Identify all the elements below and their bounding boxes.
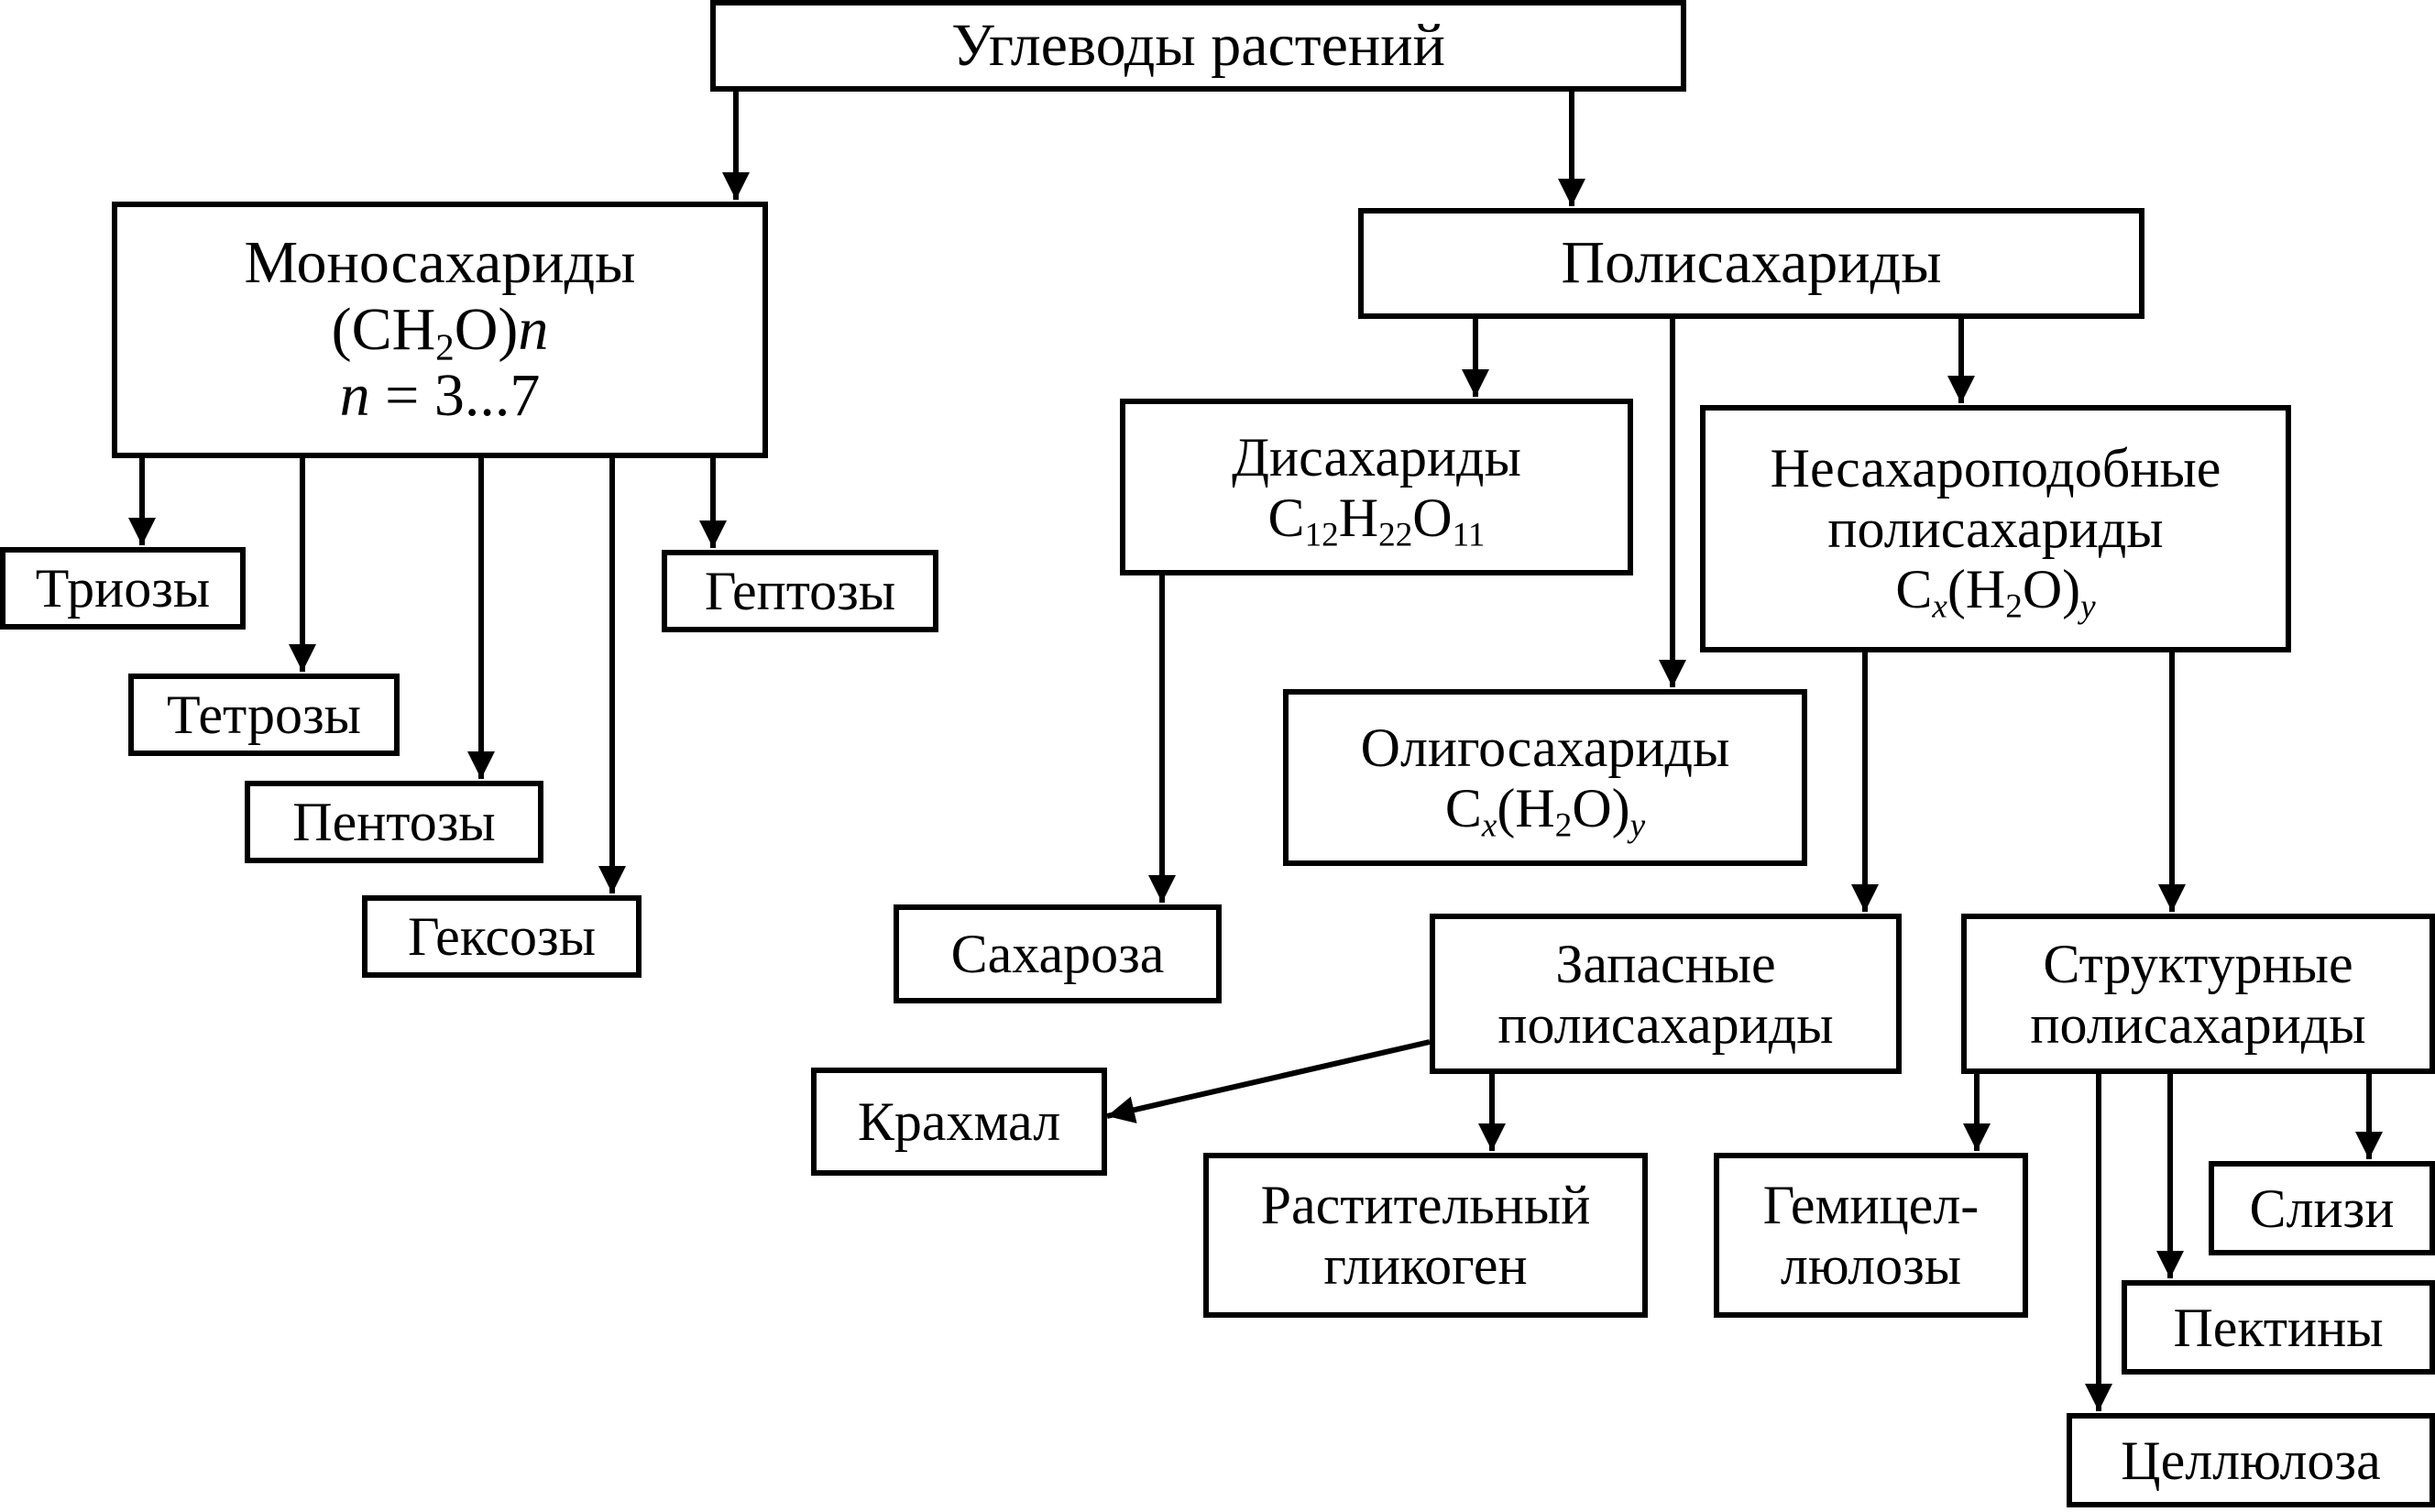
node-gemicellyulozy: Гемицел- люлозы [1714, 1153, 2028, 1318]
node-polysaccharides: Полисахариды [1358, 208, 2144, 319]
arrow-zapasnye-to-krakhmal [1106, 1039, 1431, 1123]
strukturnye-line2: полисахариды [2030, 993, 2366, 1055]
di-label: Дисахариды [1232, 426, 1521, 488]
pentozy-label: Пентозы [292, 792, 496, 852]
slizi-label: Слизи [2249, 1178, 2395, 1239]
cellyuloza-label: Целлюлоза [2121, 1430, 2381, 1491]
krakhmal-label: Крахмал [857, 1091, 1061, 1152]
node-monosaccharides: Моносахариды (CH2O)n n=3...7 [112, 202, 768, 458]
geptozy-label: Гептозы [704, 561, 896, 621]
node-root-label: Углеводы растений [951, 11, 1445, 79]
mono-label: Моносахариды [244, 229, 636, 297]
poly-label: Полисахариды [1561, 229, 1942, 297]
node-geptozy: Гептозы [662, 550, 938, 632]
triozy-label: Триозы [35, 558, 211, 619]
nesah-line2: полисахариды [1827, 499, 2164, 559]
gemi-line1: Гемицел- [1762, 1175, 1980, 1235]
node-triozy: Триозы [0, 547, 246, 630]
node-sakharoza: Сахароза [894, 904, 1222, 1003]
glikogen-line1: Растительный [1260, 1175, 1591, 1235]
node-cellyuloza: Целлюлоза [2067, 1413, 2435, 1507]
glikogen-line2: гликоген [1323, 1235, 1528, 1296]
mono-range: n=3...7 [339, 362, 541, 430]
nesah-formula: Cx(H2O)y [1895, 559, 2096, 626]
zapasnye-line1: Запасные [1555, 933, 1776, 994]
node-structural-polysaccharides: Структурные полисахариды [1961, 914, 2435, 1074]
node-tetrozy: Тетрозы [128, 674, 400, 756]
di-formula: C12H22O11 [1267, 487, 1486, 553]
sakharoza-label: Сахароза [950, 924, 1165, 984]
node-disaccharides: Дисахариды C12H22O11 [1120, 399, 1633, 575]
node-storage-polysaccharides: Запасные полисахариды [1430, 914, 1902, 1074]
node-nonsugar-polysaccharides: Несахароподобные полисахариды Cx(H2O)y [1700, 405, 2291, 652]
nesah-line1: Несахароподобные [1770, 438, 2221, 499]
geksozy-label: Гексозы [407, 906, 597, 967]
oligo-label: Олигосахариды [1360, 717, 1730, 778]
node-oligosaccharides: Олигосахариды Cx(H2O)y [1283, 689, 1807, 866]
gemi-line2: люлозы [1780, 1235, 1962, 1296]
strukturnye-line1: Структурные [2043, 933, 2353, 994]
node-root: Углеводы растений [710, 0, 1686, 92]
node-geksozy: Гексозы [362, 895, 642, 978]
node-glikogen: Растительный гликоген [1203, 1153, 1648, 1318]
oligo-formula: Cx(H2O)y [1444, 777, 1646, 844]
zapasnye-line2: полисахариды [1497, 993, 1834, 1055]
mono-formula: (CH2O)n [331, 295, 549, 368]
node-slizi: Слизи [2209, 1161, 2435, 1255]
node-krakhmal: Крахмал [811, 1068, 1107, 1176]
pektiny-label: Пектины [2173, 1297, 2384, 1358]
node-pektiny: Пектины [2122, 1280, 2435, 1375]
node-pentozy: Пентозы [245, 781, 543, 863]
tetrozy-label: Тетрозы [167, 685, 361, 745]
